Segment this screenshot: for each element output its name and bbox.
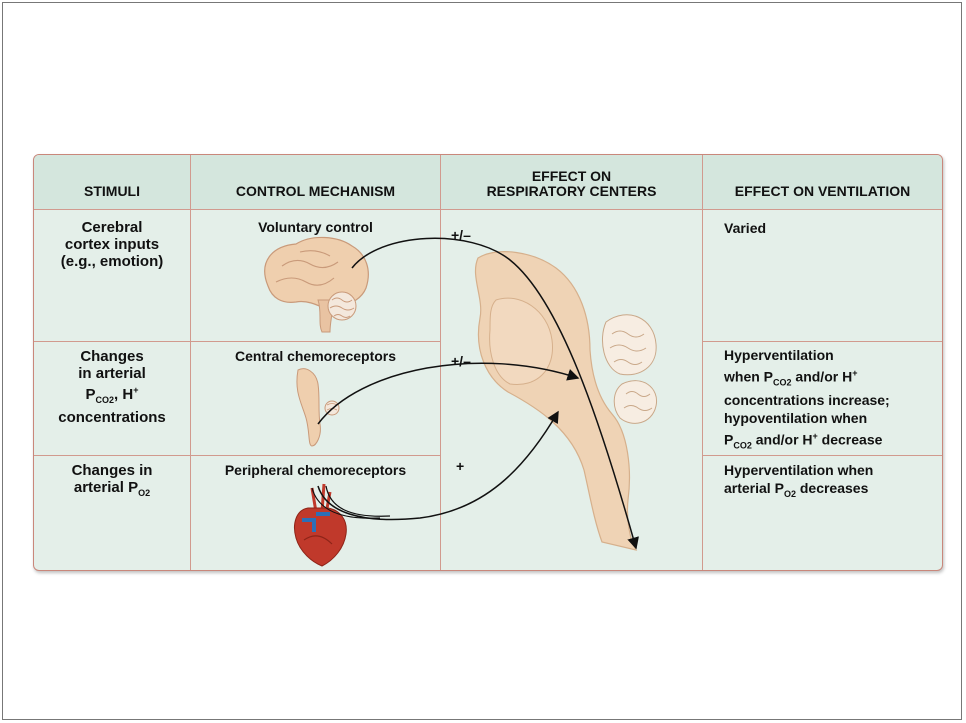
heart-icon xyxy=(295,484,347,566)
brain-icon xyxy=(265,237,369,332)
respiratory-centers-icon xyxy=(475,252,656,550)
arrow-peripheral-to-centers xyxy=(318,412,558,520)
